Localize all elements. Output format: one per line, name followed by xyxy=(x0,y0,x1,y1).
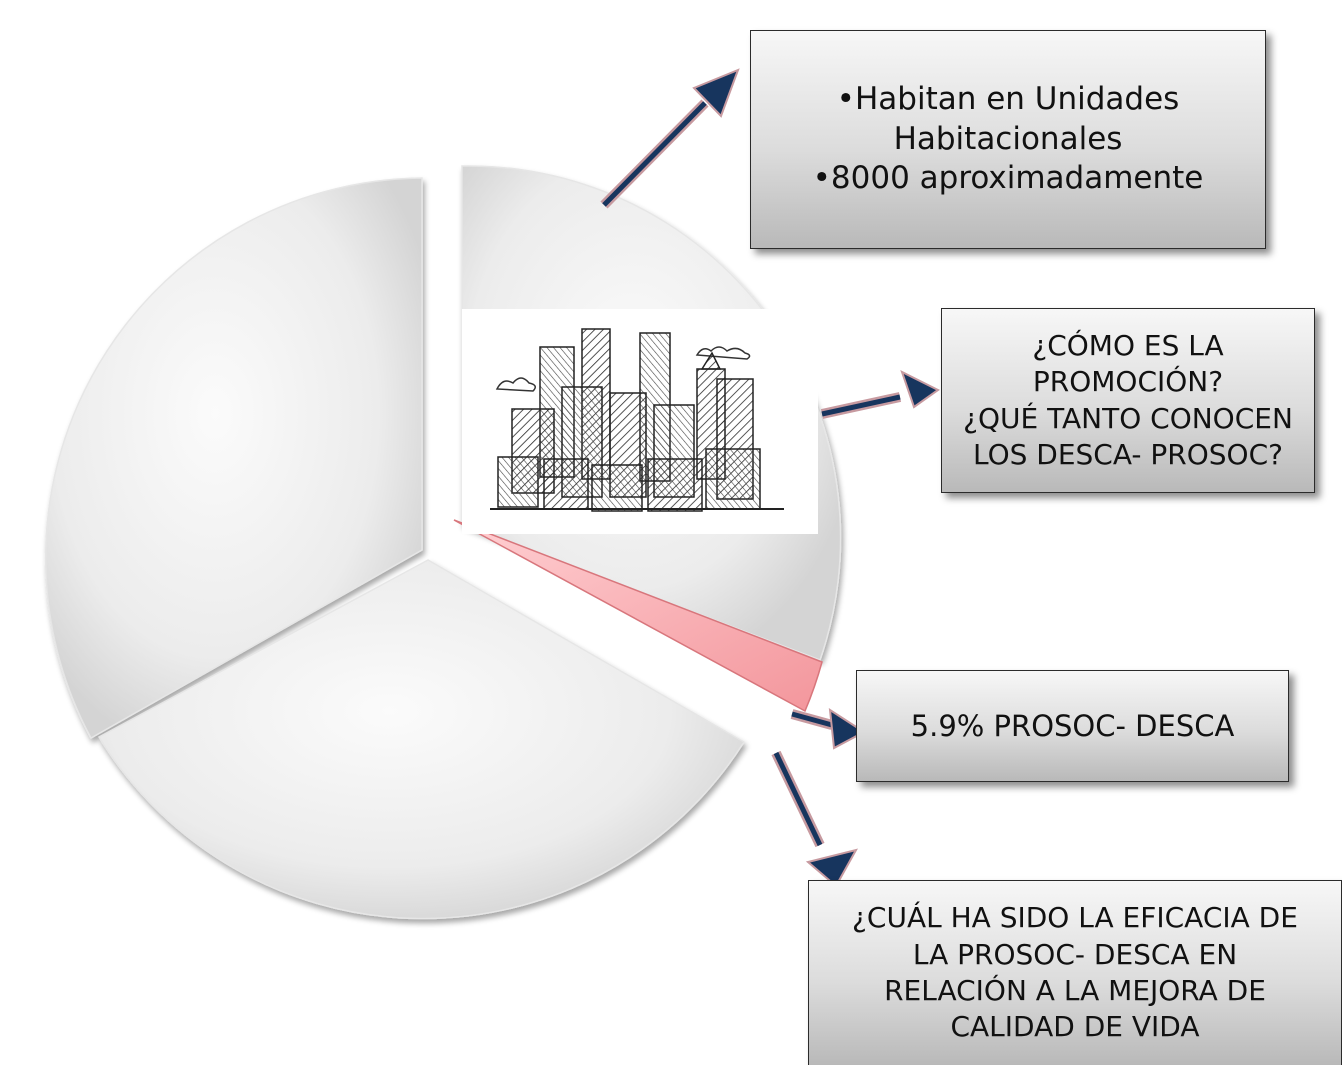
callout-eficacia: ¿CUÁL HA SIDO LA EFICACIA DE LA PROSOC- … xyxy=(808,880,1342,1065)
promocion-line-2: PROMOCIÓN? xyxy=(1032,365,1224,399)
pie-slice-bottom xyxy=(97,559,746,920)
pie-slice-left xyxy=(44,177,423,740)
eficacia-line-2: LA PROSOC- DESCA EN xyxy=(912,937,1238,971)
promocion-line-4: LOS DESCA- PROSOC? xyxy=(972,437,1284,471)
eficacia-line-4: CALIDAD DE VIDA xyxy=(950,1010,1200,1044)
pie-slice-highlight-wedge xyxy=(453,519,823,713)
habitan-line-3: •8000 aproximadamente xyxy=(813,159,1204,198)
habitan-line3-text: 8000 aproximadamente xyxy=(830,160,1204,197)
habitan-line-2: Habitacionales xyxy=(893,120,1123,157)
city-skyline-sketch-icon xyxy=(490,328,784,512)
bullet-1: • xyxy=(836,81,855,118)
arrow-to-percent xyxy=(790,708,866,750)
habitan-line1-text: Habitan en Unidades xyxy=(854,81,1180,118)
callout-percent: 5.9% PROSOC- DESCA xyxy=(856,670,1289,782)
habitan-line-1: •Habitan en Unidades xyxy=(837,80,1180,119)
arrow-to-eficacia xyxy=(771,750,858,888)
eficacia-line-3: RELACIÓN A LA MEJORA DE xyxy=(884,974,1266,1007)
arrow-to-promocion xyxy=(820,370,940,419)
city-skyline-image xyxy=(462,309,818,534)
eficacia-line-1: ¿CUÁL HA SIDO LA EFICACIA DE xyxy=(852,901,1298,935)
percent-label: 5.9% PROSOC- DESCA xyxy=(910,708,1235,743)
bullet-2: • xyxy=(812,160,831,197)
promocion-line-3: ¿QUÉ TANTO CONOCEN xyxy=(963,401,1293,435)
callout-promocion: ¿CÓMO ES LA PROMOCIÓN? ¿QUÉ TANTO CONOCE… xyxy=(941,308,1315,493)
callout-habitan: •Habitan en Unidades Habitacionales •800… xyxy=(750,30,1266,249)
promocion-line-1: ¿CÓMO ES LA xyxy=(1032,328,1224,362)
arrow-to-habitan xyxy=(600,68,740,209)
